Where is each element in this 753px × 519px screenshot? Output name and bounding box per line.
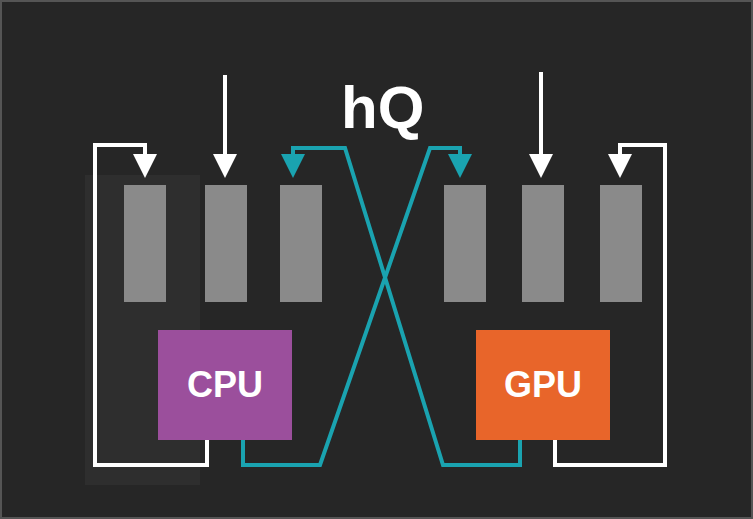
queue-slot xyxy=(205,185,247,302)
queue-slot xyxy=(522,185,564,302)
queue-slot xyxy=(444,185,486,302)
box-label: GPU xyxy=(504,364,582,406)
input-arrow xyxy=(539,72,543,166)
queue-slot xyxy=(124,185,166,302)
input-arrow xyxy=(223,75,227,166)
processor-box: GPU xyxy=(476,330,610,440)
queue-slot xyxy=(280,185,322,302)
queue-slot xyxy=(600,185,642,302)
processor-box: CPU xyxy=(158,330,292,440)
title-label: hQ xyxy=(341,78,424,138)
box-label: CPU xyxy=(187,364,263,406)
